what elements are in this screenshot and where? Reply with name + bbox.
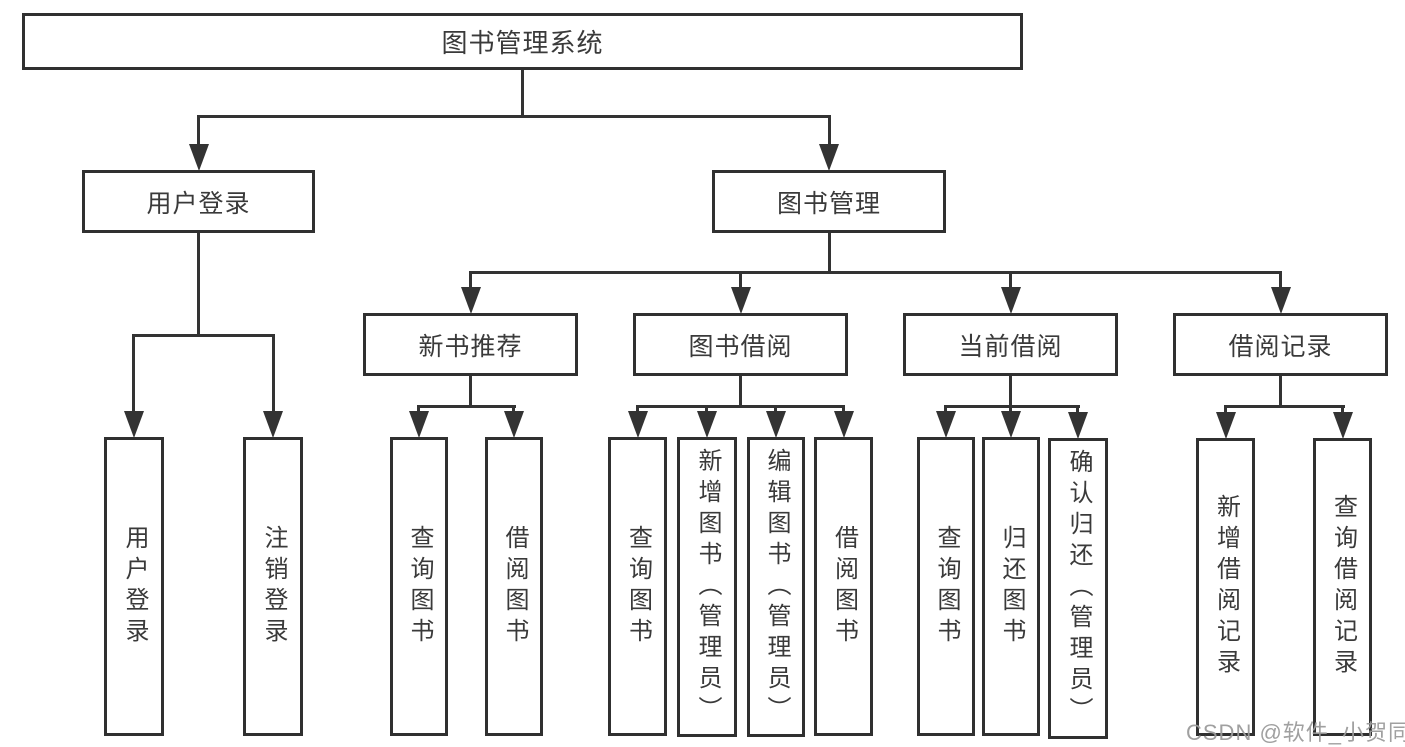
connector-stem bbox=[944, 405, 947, 416]
node-user-login: 用户登录 bbox=[82, 170, 315, 233]
node-borrow-record-label: 借阅记录 bbox=[1228, 332, 1333, 361]
arrow-down-icon bbox=[461, 287, 481, 314]
leaf-newbook-borrow-label: 借阅图书 bbox=[501, 524, 528, 649]
leaf-borrow-add-book-label: 新增图书（管理员） bbox=[694, 447, 721, 727]
arrow-down-icon bbox=[819, 144, 839, 171]
connector-stem bbox=[417, 405, 420, 416]
node-book-management: 图书管理 bbox=[712, 170, 946, 233]
connector-stem bbox=[1076, 405, 1079, 416]
leaf-newbook-query: 查询图书 bbox=[390, 437, 448, 736]
csdn-watermark: CSDN @软件_小贺同学 bbox=[1186, 720, 1405, 745]
leaf-borrow-borrow-book-label: 借阅图书 bbox=[830, 524, 858, 649]
arrow-down-icon bbox=[1001, 287, 1021, 314]
node-user-login-label: 用户登录 bbox=[146, 189, 251, 218]
node-current-borrow: 当前借阅 bbox=[903, 313, 1118, 376]
connector-level2-bar bbox=[197, 115, 831, 118]
connector-userlogin-stub bbox=[197, 233, 200, 336]
arrow-down-icon bbox=[189, 144, 209, 171]
leaf-borrow-borrow-book: 借阅图书 bbox=[814, 437, 873, 736]
connector-currentborrow-bar bbox=[944, 405, 1080, 408]
arrow-down-icon bbox=[263, 411, 283, 438]
connector-borrowrecord-bar bbox=[1224, 405, 1345, 408]
connector-stem-new-book bbox=[469, 271, 472, 289]
leaf-newbook-borrow: 借阅图书 bbox=[485, 437, 543, 736]
arrow-down-icon bbox=[936, 411, 956, 438]
leaf-user-login: 用户登录 bbox=[104, 437, 164, 736]
node-new-book-recommend: 新书推荐 bbox=[363, 313, 578, 376]
connector-stem bbox=[636, 405, 639, 416]
connector-stem-user-login bbox=[197, 115, 200, 146]
leaf-borrow-edit-book-label: 编辑图书（管理员） bbox=[763, 447, 790, 727]
leaf-current-query-label: 查询图书 bbox=[933, 524, 960, 649]
arrow-down-icon bbox=[766, 411, 786, 438]
connector-stem bbox=[1009, 405, 1012, 416]
connector-borrowrecord-stub bbox=[1279, 376, 1282, 407]
connector-stem bbox=[774, 405, 777, 416]
connector-stem-current-borrow bbox=[1009, 271, 1012, 289]
connector-stem bbox=[842, 405, 845, 416]
arrow-down-icon bbox=[1068, 412, 1088, 439]
connector-stem-borrow-record bbox=[1279, 271, 1282, 289]
arrow-down-icon bbox=[124, 411, 144, 438]
connector-currentborrow-stub bbox=[1009, 376, 1012, 407]
connector-bookborrow-bar bbox=[636, 405, 845, 408]
leaf-current-confirm-return-label: 确认归还（管理员） bbox=[1065, 449, 1092, 728]
arrow-down-icon bbox=[834, 411, 854, 438]
connector-stem-book-borrow bbox=[739, 271, 742, 289]
arrow-down-icon bbox=[697, 411, 717, 438]
connector-root-stub bbox=[521, 69, 524, 117]
leaf-logout-label: 注销登录 bbox=[260, 524, 287, 649]
arrow-down-icon bbox=[731, 287, 751, 314]
leaf-record-add-label: 新增借阅记录 bbox=[1212, 494, 1240, 680]
connector-bookmgmt-stub bbox=[828, 233, 831, 273]
node-book-management-label: 图书管理 bbox=[776, 189, 881, 218]
connector-newbook-stub bbox=[469, 376, 472, 407]
leaf-record-query-label: 查询借阅记录 bbox=[1329, 494, 1357, 680]
leaf-borrow-query: 查询图书 bbox=[608, 437, 667, 736]
leaf-current-confirm-return: 确认归还（管理员） bbox=[1048, 438, 1108, 739]
node-borrow-record: 借阅记录 bbox=[1173, 313, 1388, 376]
node-new-book-recommend-label: 新书推荐 bbox=[418, 332, 523, 361]
connector-stem bbox=[705, 405, 708, 416]
arrow-down-icon bbox=[1271, 287, 1291, 314]
arrow-down-icon bbox=[1001, 411, 1021, 438]
leaf-borrow-add-book: 新增图书（管理员） bbox=[677, 437, 737, 737]
connector-stem-book-management bbox=[828, 115, 831, 146]
connector-userlogin-bar bbox=[132, 334, 275, 337]
arrow-down-icon bbox=[409, 411, 429, 438]
connector-stem bbox=[1341, 405, 1344, 416]
connector-newbook-bar bbox=[417, 405, 516, 408]
leaf-borrow-edit-book: 编辑图书（管理员） bbox=[747, 437, 805, 737]
leaf-borrow-query-label: 查询图书 bbox=[624, 524, 652, 649]
arrow-down-icon bbox=[1333, 412, 1353, 439]
leaf-current-return-label: 归还图书 bbox=[998, 524, 1025, 649]
leaf-user-login-label: 用户登录 bbox=[121, 524, 148, 649]
connector-stem-leaf-user-login bbox=[132, 334, 135, 413]
connector-stem bbox=[1224, 405, 1227, 416]
connector-level3-bar bbox=[469, 271, 1282, 274]
node-book-borrow: 图书借阅 bbox=[633, 313, 848, 376]
node-root-label: 图书管理系统 bbox=[441, 28, 604, 58]
leaf-current-query: 查询图书 bbox=[917, 437, 975, 736]
leaf-current-return: 归还图书 bbox=[982, 437, 1040, 736]
connector-bookborrow-stub bbox=[739, 376, 742, 407]
leaf-record-query: 查询借阅记录 bbox=[1313, 438, 1372, 736]
leaf-newbook-query-label: 查询图书 bbox=[406, 524, 433, 649]
node-current-borrow-label: 当前借阅 bbox=[958, 332, 1063, 361]
connector-stem-leaf-logout bbox=[272, 334, 275, 413]
leaf-logout: 注销登录 bbox=[243, 437, 303, 736]
arrow-down-icon bbox=[628, 411, 648, 438]
node-root: 图书管理系统 bbox=[22, 13, 1023, 70]
arrow-down-icon bbox=[1216, 412, 1236, 439]
connector-stem bbox=[512, 405, 515, 416]
arrow-down-icon bbox=[504, 411, 524, 438]
leaf-record-add: 新增借阅记录 bbox=[1196, 438, 1255, 736]
node-book-borrow-label: 图书借阅 bbox=[688, 332, 793, 361]
